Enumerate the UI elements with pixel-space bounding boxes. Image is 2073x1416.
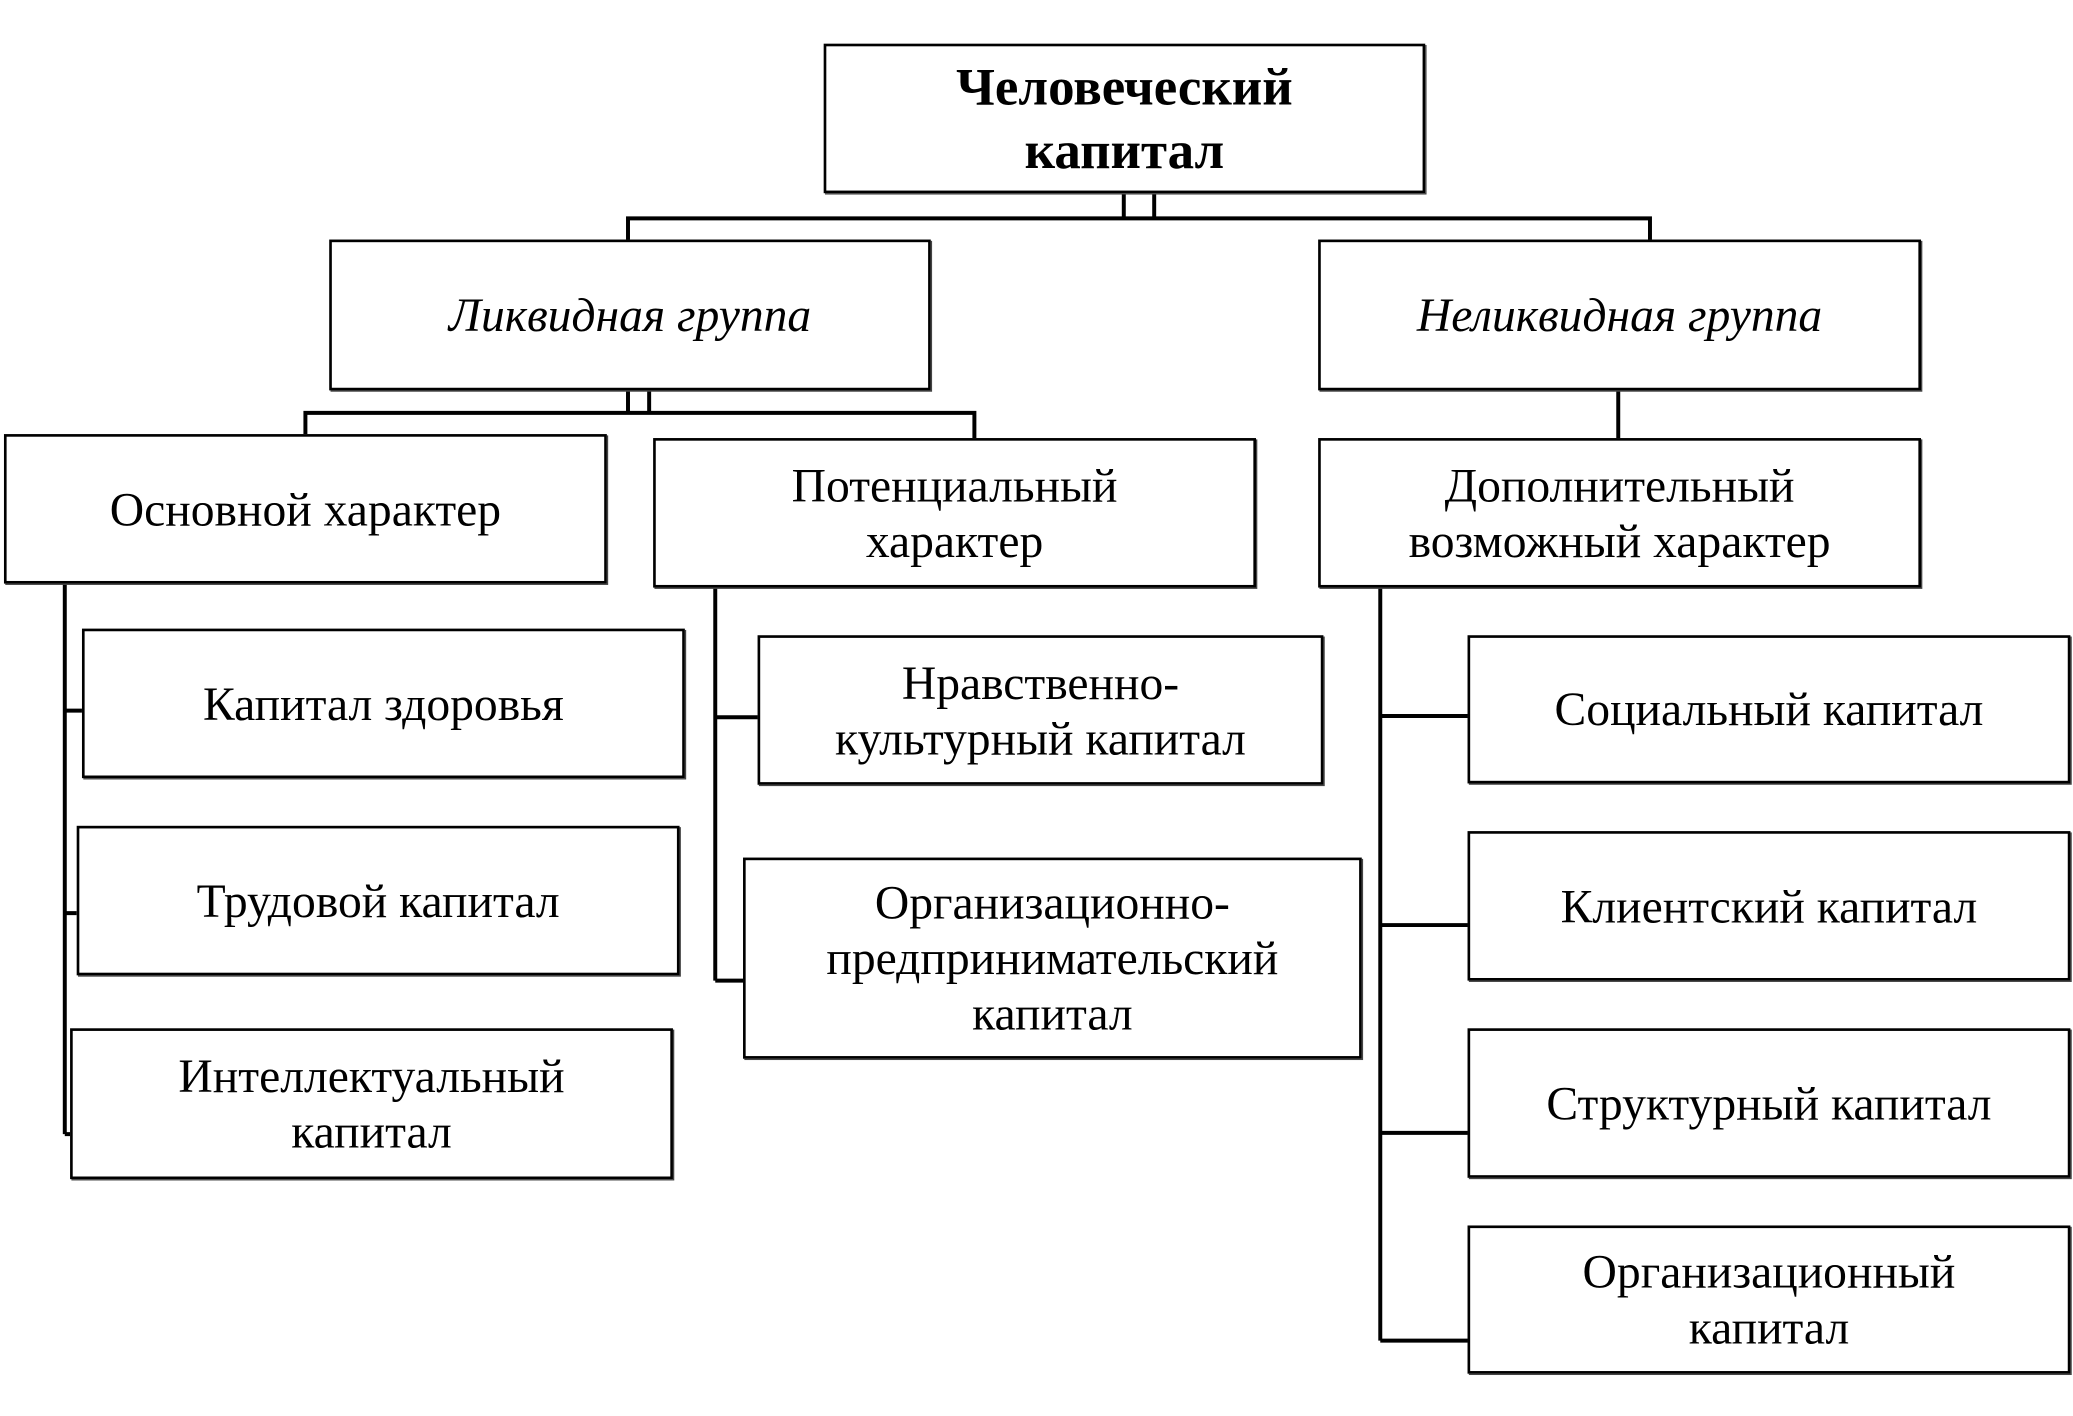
node-label: Капитал здоровья <box>203 676 564 730</box>
node-label: Трудовой капитал <box>196 874 560 928</box>
node-structural-capital: Структурный капитал <box>1467 1028 2071 1178</box>
node-label: Нравственно- культурный капитал <box>835 655 1246 765</box>
node-label: Неликвидная группа <box>1416 288 1823 342</box>
node-label: Социальный капитал <box>1554 682 1984 736</box>
node-potential-character: Потенциальный характер <box>653 438 1256 588</box>
root-node: Человеческий капитал <box>823 43 1426 194</box>
node-label: Организационно- предпринимательский капи… <box>826 876 1279 1041</box>
node-additional-character: Дополнительный возможный характер <box>1318 438 1922 588</box>
node-illiquid-group: Неликвидная группа <box>1318 239 1922 391</box>
node-org-entrepreneurial-capital: Организационно- предпринимательский капи… <box>743 857 1362 1059</box>
connector-root <box>626 191 1652 240</box>
node-label: Организационный капитал <box>1582 1245 1956 1354</box>
node-label: Дополнительный возможный характер <box>1408 458 1831 568</box>
node-intellectual-capital: Интеллектуальный капитал <box>70 1028 673 1180</box>
connector-basic <box>62 582 82 1137</box>
node-moral-cultural-capital: Нравственно- культурный капитал <box>757 635 1324 785</box>
node-label: Основной характер <box>109 482 502 536</box>
node-label: Интеллектуальный капитал <box>178 1049 565 1158</box>
node-label: Потенциальный характер <box>791 458 1118 568</box>
node-liquid-group: Ликвидная группа <box>329 239 931 391</box>
node-social-capital: Социальный капитал <box>1467 635 2071 784</box>
node-label: Структурный капитал <box>1546 1076 1992 1130</box>
connector-liquid <box>303 389 977 439</box>
connector-potential <box>713 586 758 983</box>
node-organizational-capital: Организационный капитал <box>1467 1225 2071 1374</box>
node-basic-character: Основной характер <box>3 434 607 584</box>
root-label: Человеческий капитал <box>956 56 1293 180</box>
node-labour-capital: Трудовой капитал <box>76 825 680 976</box>
node-label: Клиентский капитал <box>1560 879 1978 933</box>
node-label: Ликвидная группа <box>448 288 812 342</box>
node-client-capital: Клиентский капитал <box>1467 831 2071 981</box>
node-health-capital: Капитал здоровья <box>81 628 685 779</box>
connector-additional <box>1378 586 1468 1343</box>
